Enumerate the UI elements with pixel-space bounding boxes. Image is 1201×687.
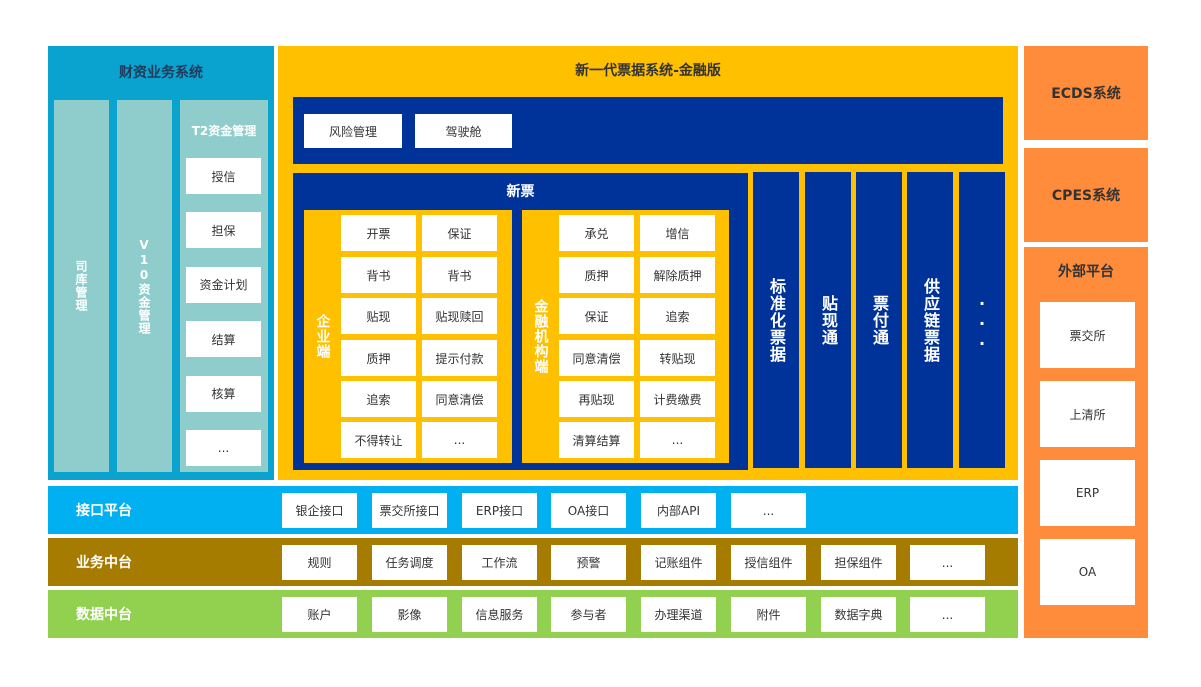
enterprise-function-item[interactable]: 保证 <box>422 215 497 251</box>
t2-item[interactable]: ... <box>186 430 261 466</box>
layer-0: 接口平台 银企接口票交所接口 ERP接口 OA接口内部API... <box>48 486 1018 534</box>
enterprise-function-item[interactable]: 背书 <box>422 257 497 293</box>
layer-item[interactable]: 银企接口 <box>282 493 357 528</box>
treasury-management-column: 司库管理 <box>54 100 109 472</box>
institution-function-item[interactable]: 再贴现 <box>559 381 634 417</box>
layer-item[interactable]: 信息服务 <box>462 597 537 632</box>
new-bill-panel: 新票 企业端 开票保证背书背书贴现贴现赎回质押提示付款追索同意清偿不得转让...… <box>293 173 748 470</box>
t2-item[interactable]: 授信 <box>186 158 261 194</box>
institution-function-item[interactable]: 同意清偿 <box>559 340 634 376</box>
enterprise-function-item[interactable]: 贴现赎回 <box>422 298 497 334</box>
enterprise-function-item[interactable]: 开票 <box>341 215 416 251</box>
cockpit-button[interactable]: 驾驶舱 <box>415 114 512 148</box>
top-bar: 风险管理 驾驶舱 <box>293 97 1003 164</box>
layer-1: 业务中台 规则任务调度工作流预警记账组件授信组件担保组件... <box>48 538 1018 586</box>
institution-function-item[interactable]: 解除质押 <box>640 257 715 293</box>
layer-item[interactable]: 内部API <box>641 493 716 528</box>
layer-item[interactable]: 预警 <box>551 545 626 580</box>
layer-label: 数据中台 <box>76 607 132 623</box>
institution-side-label: 金融机构端 <box>532 299 549 374</box>
finance-system-title: 财资业务系统 <box>119 65 203 81</box>
enterprise-function-item[interactable]: 背书 <box>341 257 416 293</box>
enterprise-function-item[interactable]: 提示付款 <box>422 340 497 376</box>
t2-item[interactable]: 结算 <box>186 321 261 358</box>
enterprise-function-item[interactable]: 追索 <box>341 381 416 417</box>
layer-item[interactable]: 担保组件 <box>821 545 896 580</box>
institution-function-item[interactable]: 清算结算 <box>559 422 634 458</box>
bill-product-column[interactable]: ... <box>959 172 1005 468</box>
new-bill-title: 新票 <box>506 184 535 200</box>
institution-side: 金融机构端 承兑增信质押解除质押保证追索同意清偿转贴现再贴现计费缴费清算结算..… <box>522 210 729 463</box>
enterprise-side: 企业端 开票保证背书背书贴现贴现赎回质押提示付款追索同意清偿不得转让... <box>304 210 512 463</box>
layer-item[interactable]: 工作流 <box>462 545 537 580</box>
enterprise-function-item[interactable]: 贴现 <box>341 298 416 334</box>
bill-system-panel: 新一代票据系统-金融版 风险管理 驾驶舱 新票 企业端 开票保证背书背书贴现贴现… <box>278 46 1018 480</box>
layer-item[interactable]: ... <box>731 493 806 528</box>
layer-item[interactable]: 账户 <box>282 597 357 632</box>
enterprise-function-item[interactable]: 同意清偿 <box>422 381 497 417</box>
t2-fund-management: T2资金管理 授信担保资金计划结算核算... <box>180 100 268 472</box>
layer-item[interactable]: 参与者 <box>551 597 626 632</box>
risk-management-button[interactable]: 风险管理 <box>304 114 402 148</box>
layer-item[interactable]: 票交所接口 <box>372 493 447 528</box>
institution-function-item[interactable]: 转贴现 <box>640 340 715 376</box>
cpes-label: CPES系统 <box>1051 188 1121 204</box>
layer-item[interactable]: ERP接口 <box>462 493 537 528</box>
institution-function-item[interactable]: ... <box>640 422 715 458</box>
layer-item[interactable]: 授信组件 <box>731 545 806 580</box>
external-platform: 外部平台 票交所上清所 ERP OA <box>1024 247 1148 638</box>
bill-product-column[interactable]: 供应链票据 <box>907 172 953 468</box>
institution-function-item[interactable]: 保证 <box>559 298 634 334</box>
layer-item[interactable]: 影像 <box>372 597 447 632</box>
external-platform-item[interactable]: 上清所 <box>1040 381 1135 447</box>
layer-item[interactable]: 附件 <box>731 597 806 632</box>
layer-item[interactable]: 办理渠道 <box>641 597 716 632</box>
finance-system-panel: 财资业务系统 司库管理 V10资金管理 T2资金管理 授信担保资金计划结算核算.… <box>48 46 274 480</box>
institution-function-item[interactable]: 承兑 <box>559 215 634 251</box>
external-platform-item[interactable]: 票交所 <box>1040 302 1135 368</box>
layer-label: 业务中台 <box>76 555 132 571</box>
t2-title: T2资金管理 <box>191 124 257 138</box>
layer-item[interactable]: ... <box>910 597 985 632</box>
layer-item[interactable]: 任务调度 <box>372 545 447 580</box>
external-platform-item[interactable]: OA <box>1040 539 1135 605</box>
enterprise-function-item[interactable]: ... <box>422 422 497 458</box>
layer-2: 数据中台 账户影像信息服务参与者办理渠道附件数据字典... <box>48 590 1018 638</box>
t2-item[interactable]: 资金计划 <box>186 266 261 303</box>
ecds-system: ECDS系统 <box>1024 46 1148 140</box>
cpes-system: CPES系统 <box>1024 148 1148 242</box>
institution-function-item[interactable]: 追索 <box>640 298 715 334</box>
bill-product-column[interactable]: 标准化票据 <box>753 172 799 468</box>
institution-function-item[interactable]: 质押 <box>559 257 634 293</box>
ecds-label: ECDS系统 <box>1051 86 1121 102</box>
external-platform-item[interactable]: ERP <box>1040 460 1135 526</box>
bill-product-column[interactable]: 贴现通 <box>805 172 851 468</box>
t2-item[interactable]: 担保 <box>186 212 261 249</box>
v10-fund-management-column: V10资金管理 <box>117 100 172 472</box>
bill-product-column[interactable]: 票付通 <box>856 172 902 468</box>
layer-item[interactable]: 规则 <box>282 545 357 580</box>
enterprise-side-label: 企业端 <box>314 314 331 359</box>
bill-system-title: 新一代票据系统-金融版 <box>575 63 721 79</box>
layer-item[interactable]: 记账组件 <box>641 545 716 580</box>
enterprise-function-item[interactable]: 不得转让 <box>341 422 416 458</box>
layer-item[interactable]: OA接口 <box>551 493 626 528</box>
t2-item[interactable]: 核算 <box>186 375 261 412</box>
layer-label: 接口平台 <box>76 503 132 519</box>
institution-function-item[interactable]: 增信 <box>640 215 715 251</box>
institution-function-item[interactable]: 计费缴费 <box>640 381 715 417</box>
layer-item[interactable]: ... <box>910 545 985 580</box>
external-platform-title: 外部平台 <box>1058 264 1114 280</box>
enterprise-function-item[interactable]: 质押 <box>341 340 416 376</box>
layer-item[interactable]: 数据字典 <box>821 597 896 632</box>
